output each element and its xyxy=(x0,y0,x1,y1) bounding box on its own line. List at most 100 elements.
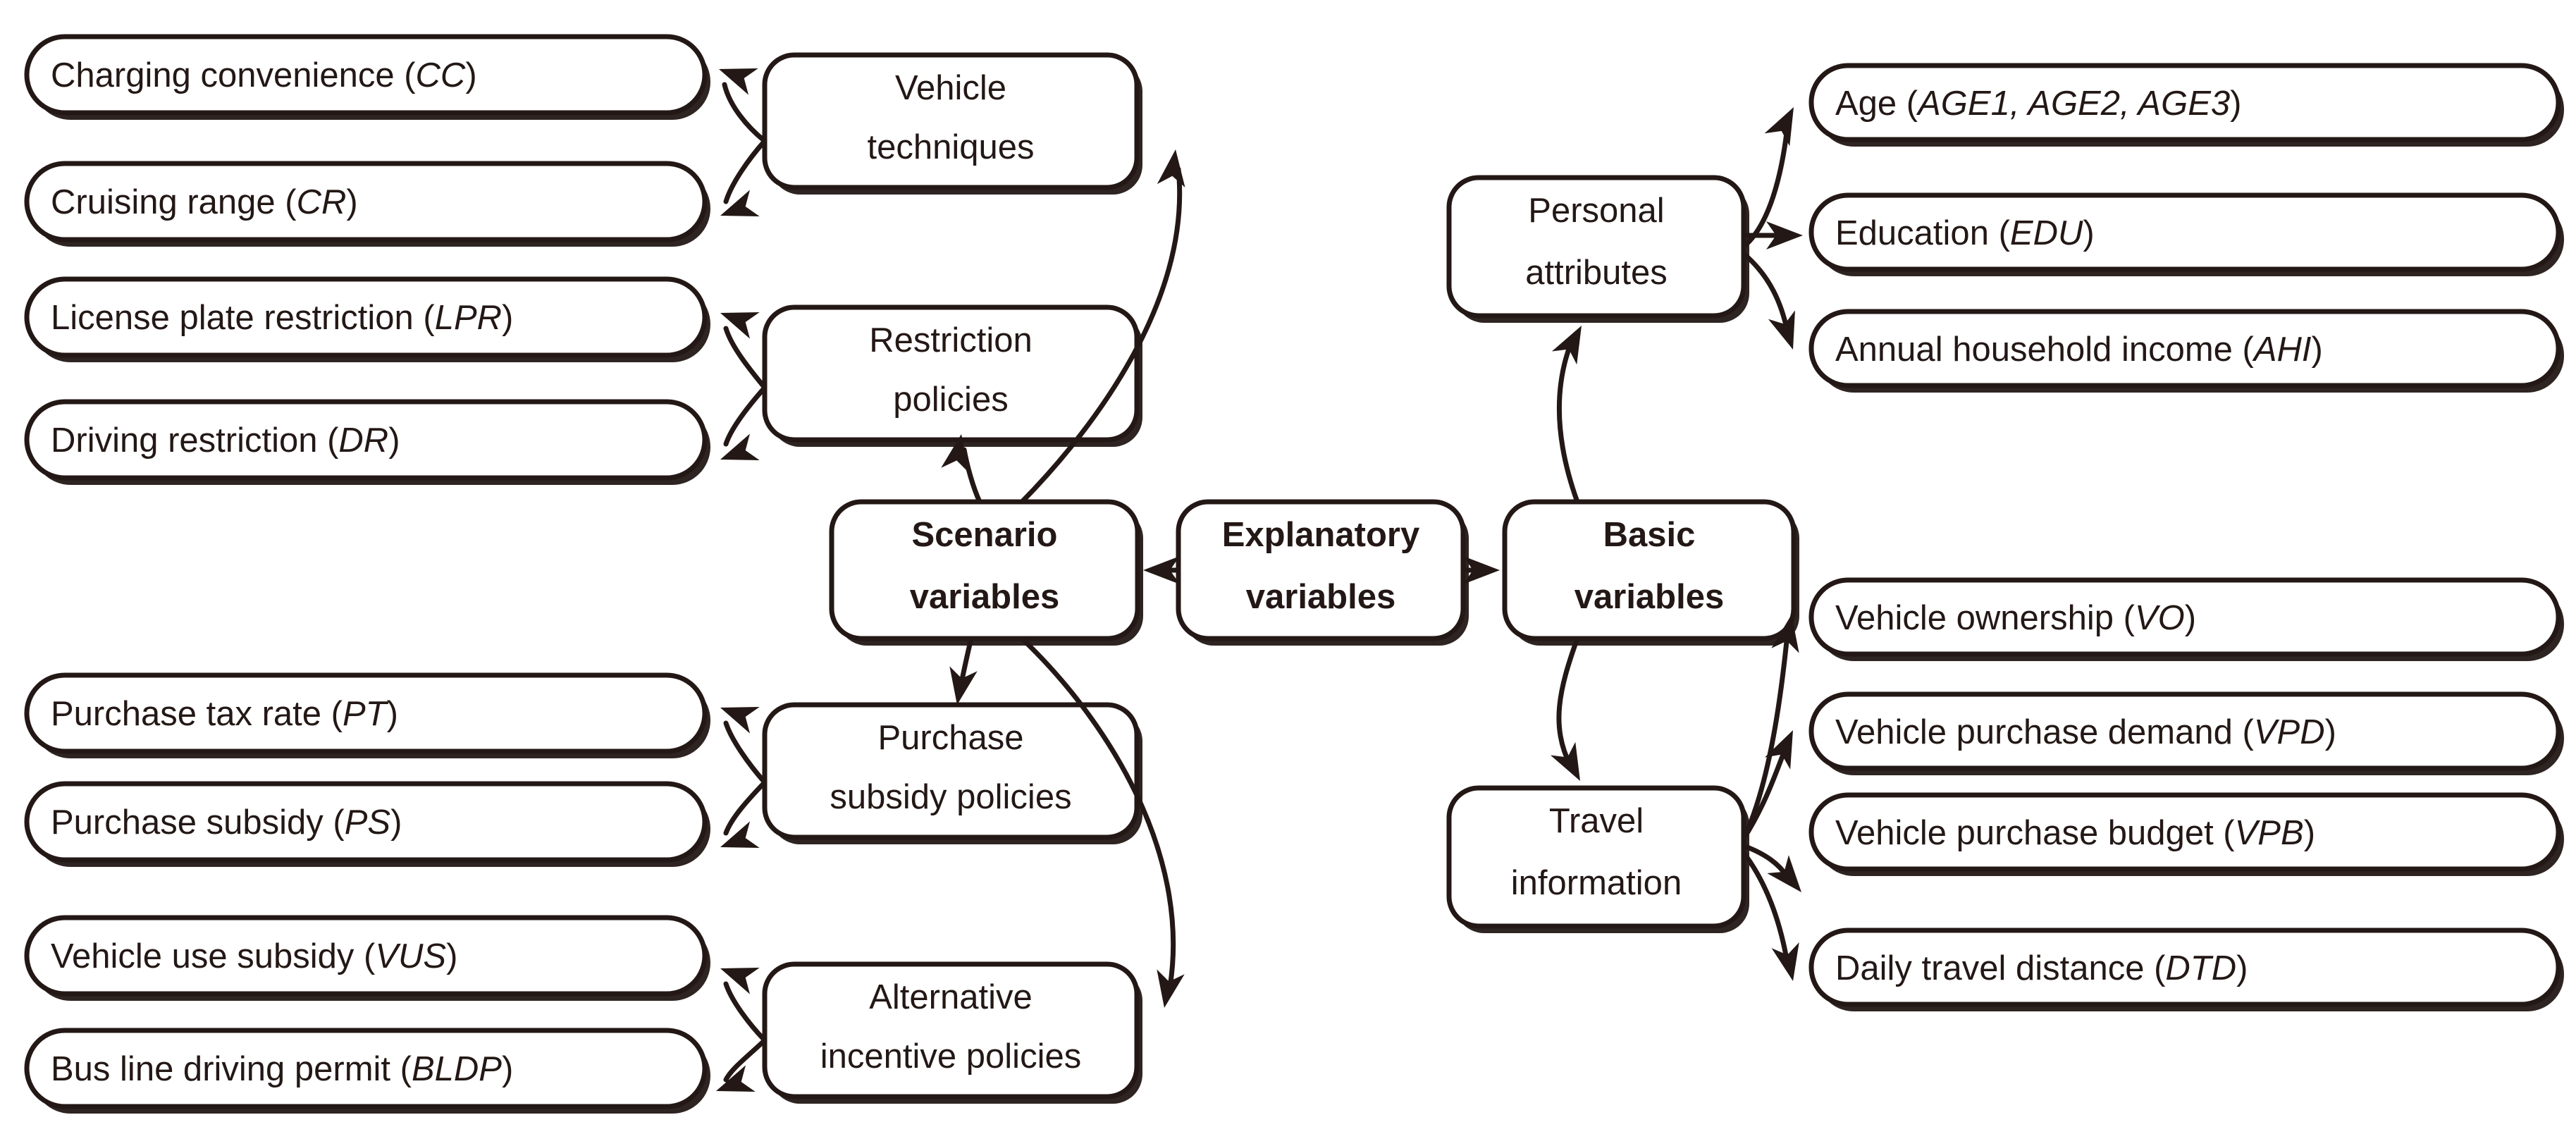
svg-text:License plate restriction (LPR: License plate restriction (LPR) xyxy=(51,299,513,337)
group-node-travel-information[interactable]: Travel information xyxy=(1446,785,1749,933)
group-node-restriction-policies[interactable]: Restriction policies xyxy=(762,304,1142,447)
group-node-vehicle-techniques[interactable]: Vehicle techniques xyxy=(762,52,1142,195)
leaf-abbr-cruising-range: CR xyxy=(297,183,347,221)
branch-label-scenario-variables-line2: variables xyxy=(910,578,1060,616)
leaf-label-daily-travel-distance: Daily travel distance xyxy=(1835,949,2144,987)
leaf-label-age: Age xyxy=(1835,85,1897,123)
edge-scenario-to-vehicle-techniques xyxy=(1019,147,1190,505)
leaf-label-license-plate-restriction: License plate restriction xyxy=(51,299,414,337)
svg-text:Bus line driving permit (BLDP): Bus line driving permit (BLDP) xyxy=(51,1050,513,1088)
leaf-node-bus-line-driving-permit[interactable]: Bus line driving permit (BLDP) xyxy=(24,1028,710,1114)
svg-text:Education (EDU): Education (EDU) xyxy=(1835,214,2095,252)
leaf-node-purchase-subsidy[interactable]: Purchase subsidy (PS) xyxy=(24,781,710,867)
leaf-label-vehicle-use-subsidy: Vehicle use subsidy xyxy=(51,937,355,975)
branch-label-basic-variables-line1: Basic xyxy=(1603,516,1696,554)
root-label-line2: variables xyxy=(1246,578,1396,616)
leaf-label-charging-convenience: Charging convenience xyxy=(51,56,395,94)
leaf-abbr-purchase-tax-rate: PT xyxy=(343,695,389,733)
leaf-abbr-vehicle-purchase-demand: VPD xyxy=(2254,713,2325,751)
root-node-explanatory-variables[interactable]: Explanatory variables xyxy=(1176,499,1469,646)
svg-text:Driving restriction (DR): Driving restriction (DR) xyxy=(51,421,400,460)
leaf-label-vehicle-purchase-demand: Vehicle purchase demand xyxy=(1835,713,2233,751)
leaf-abbr-bus-line-driving-permit: BLDP xyxy=(412,1050,502,1088)
edge-vehicle-techniques-to-cruising-range xyxy=(715,138,768,229)
leaf-abbr-annual-household-income: AHI xyxy=(2252,331,2312,369)
group-node-personal-attributes[interactable]: Personal attributes xyxy=(1446,175,1749,323)
leaf-label-purchase-tax-rate: Purchase tax rate xyxy=(51,695,321,733)
edge-travel-information-to-vehicle-ownership xyxy=(1741,612,1806,842)
edge-personal-attributes-to-annual-household-income xyxy=(1741,251,1807,355)
leaf-node-license-plate-restriction[interactable]: License plate restriction (LPR) xyxy=(24,276,710,362)
svg-text:Vehicle purchase demand (VPD): Vehicle purchase demand (VPD) xyxy=(1835,713,2336,751)
branch-node-basic-variables[interactable]: Basic variables xyxy=(1502,499,1799,646)
leaf-label-bus-line-driving-permit: Bus line driving permit xyxy=(51,1050,390,1088)
edge-travel-information-to-vehicle-purchase-demand xyxy=(1741,724,1806,842)
leaf-abbr-license-plate-restriction: LPR xyxy=(435,299,502,337)
edge-purchase-subsidy-policies-to-purchase-tax-rate xyxy=(715,694,768,785)
group-label-purchase-subsidy-policies-line1: Purchase xyxy=(877,719,1023,757)
edge-root-to-scenario xyxy=(1143,556,1181,584)
edge-basic-to-travel-information xyxy=(1550,636,1593,788)
leaf-node-vehicle-ownership[interactable]: Vehicle ownership (VO) xyxy=(1808,577,2564,661)
edge-alternative-incentive-policies-to-bus-line-driving-permit xyxy=(711,1037,768,1104)
leaf-label-education: Education xyxy=(1835,214,1989,252)
svg-text:Annual household income (AHI): Annual household income (AHI) xyxy=(1835,331,2323,369)
svg-text:Vehicle ownership (VO): Vehicle ownership (VO) xyxy=(1835,599,2196,637)
leaf-node-purchase-tax-rate[interactable]: Purchase tax rate (PT) xyxy=(24,672,710,758)
edge-restriction-policies-to-license-plate-restriction xyxy=(715,300,768,390)
edge-personal-attributes-to-age xyxy=(1741,100,1806,249)
svg-text:Cruising range (CR): Cruising range (CR) xyxy=(51,183,358,221)
leaf-node-vehicle-purchase-demand[interactable]: Vehicle purchase demand (VPD) xyxy=(1808,691,2564,775)
leaf-node-daily-travel-distance[interactable]: Daily travel distance (DTD) xyxy=(1808,928,2564,1011)
edge-travel-information-to-vehicle-purchase-budget xyxy=(1741,843,1813,901)
group-label-vehicle-techniques-line1: Vehicle xyxy=(895,69,1006,107)
leaf-abbr-charging-convenience: CC xyxy=(416,56,466,94)
group-node-alternative-incentive-policies[interactable]: Alternative incentive policies xyxy=(762,961,1142,1104)
leaf-label-driving-restriction: Driving restriction xyxy=(51,421,317,460)
group-label-restriction-policies-line2: policies xyxy=(893,381,1008,419)
edge-basic-to-personal-attributes xyxy=(1551,319,1594,505)
leaf-node-vehicle-use-subsidy[interactable]: Vehicle use subsidy (VUS) xyxy=(24,915,710,1001)
svg-text:Vehicle purchase budget (VPB): Vehicle purchase budget (VPB) xyxy=(1835,814,2315,852)
branch-label-basic-variables-line2: variables xyxy=(1574,578,1725,616)
root-label-line1: Explanatory xyxy=(1222,516,1419,554)
svg-text:Vehicle use subsidy (VUS): Vehicle use subsidy (VUS) xyxy=(51,937,457,975)
edge-purchase-subsidy-policies-to-purchase-subsidy xyxy=(715,780,768,861)
leaf-abbr-purchase-subsidy: PS xyxy=(345,803,391,842)
group-label-vehicle-techniques-line2: techniques xyxy=(867,128,1034,166)
edge-travel-information-to-daily-travel-distance xyxy=(1741,850,1807,985)
group-label-alternative-incentive-policies-line2: incentive policies xyxy=(820,1037,1081,1076)
group-label-purchase-subsidy-policies-line2: subsidy policies xyxy=(830,778,1071,816)
branch-label-scenario-variables-line1: Scenario xyxy=(912,516,1058,554)
group-label-personal-attributes-line1: Personal xyxy=(1528,192,1664,230)
group-node-purchase-subsidy-policies[interactable]: Purchase subsidy policies xyxy=(762,702,1142,844)
leaf-node-charging-convenience[interactable]: Charging convenience (CC) xyxy=(24,34,710,120)
leaf-node-cruising-range[interactable]: Cruising range (CR) xyxy=(24,161,710,247)
leaf-label-vehicle-purchase-budget: Vehicle purchase budget xyxy=(1835,814,2214,852)
leaf-node-age[interactable]: Age (AGE1, AGE2, AGE3) xyxy=(1808,63,2564,147)
leaf-abbr-education: EDU xyxy=(2010,214,2083,252)
leaf-abbr-driving-restriction: DR xyxy=(338,421,388,460)
edge-scenario-to-purchase-subsidy-policies xyxy=(943,636,978,708)
svg-text:Purchase subsidy (PS): Purchase subsidy (PS) xyxy=(51,803,402,842)
svg-text:Charging convenience (CC): Charging convenience (CC) xyxy=(51,56,477,94)
edge-scenario-to-alternative-incentive-policies xyxy=(1019,636,1185,1011)
edge-alternative-incentive-policies-to-vehicle-use-subsidy xyxy=(715,955,768,1043)
leaf-node-education[interactable]: Education (EDU) xyxy=(1808,192,2564,276)
edge-root-to-basic xyxy=(1460,556,1500,584)
leaf-node-driving-restriction[interactable]: Driving restriction (DR) xyxy=(24,399,710,485)
group-label-travel-information-line1: Travel xyxy=(1549,802,1644,840)
leaf-node-vehicle-purchase-budget[interactable]: Vehicle purchase budget (VPB) xyxy=(1808,792,2564,876)
group-label-restriction-policies-line1: Restriction xyxy=(869,321,1032,359)
svg-text:Age (AGE1, AGE2, AGE3): Age (AGE1, AGE2, AGE3) xyxy=(1835,85,2241,123)
leaf-label-purchase-subsidy: Purchase subsidy xyxy=(51,803,323,842)
edge-personal-attributes-to-education xyxy=(1741,221,1803,249)
leaf-node-annual-household-income[interactable]: Annual household income (AHI) xyxy=(1808,309,2564,393)
group-label-travel-information-line2: information xyxy=(1511,864,1682,902)
leaf-label-annual-household-income: Annual household income xyxy=(1835,331,2233,369)
leaf-abbr-vehicle-ownership: VO xyxy=(2135,599,2185,637)
leaf-label-vehicle-ownership: Vehicle ownership xyxy=(1835,599,2114,637)
branch-node-scenario-variables[interactable]: Scenario variables xyxy=(829,499,1143,646)
